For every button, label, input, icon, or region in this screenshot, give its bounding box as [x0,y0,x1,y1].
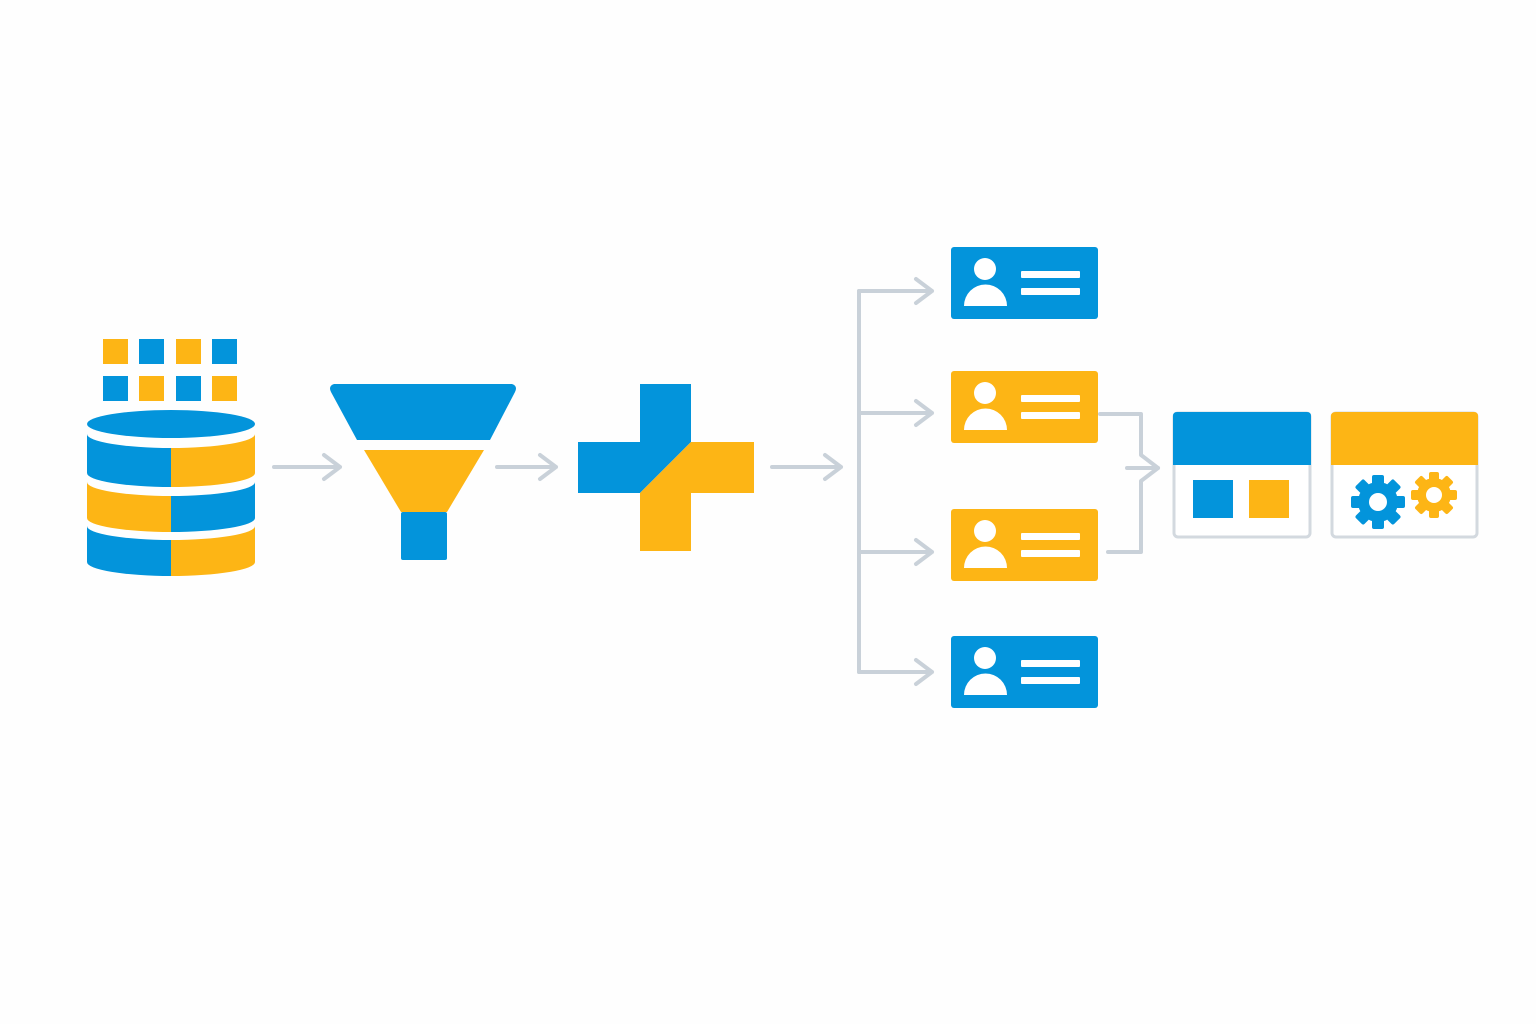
gear-icon [1351,475,1405,529]
arrow-2 [495,453,558,481]
dashboard-window-icon [1172,411,1312,539]
arrow-3 [770,453,843,481]
merge-connector [1098,412,1160,554]
merge-plus-icon [578,384,754,551]
branch-connector [857,277,934,686]
profile-card-3 [951,509,1098,581]
profile-card-4 [951,636,1098,708]
data-grid-icon [103,339,237,401]
profile-card-1 [951,247,1098,319]
gear-icon [1411,472,1457,518]
database-icon [87,410,255,576]
settings-window-icon [1330,411,1479,539]
profile-card-2 [951,371,1098,443]
funnel-icon [330,384,516,560]
arrow-1 [272,453,342,481]
